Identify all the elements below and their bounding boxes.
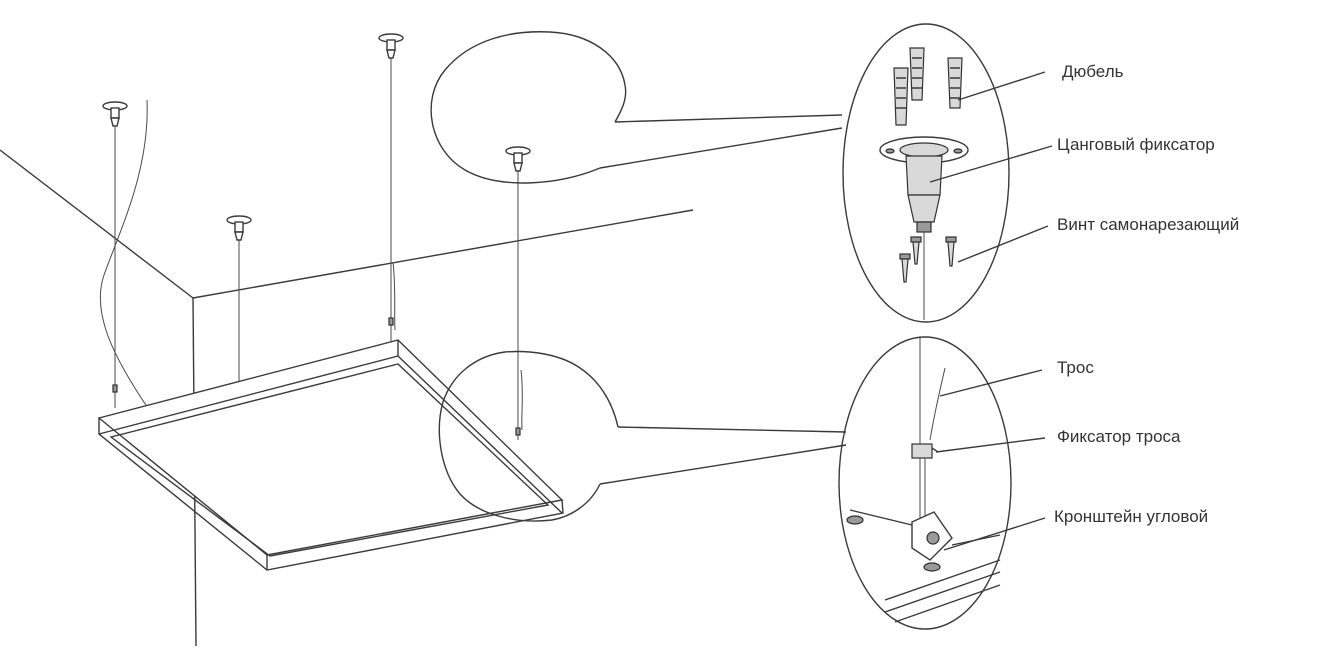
corner-bracket-icon	[846, 511, 953, 572]
label-cable-lock: Фиксатор троса	[1057, 427, 1181, 446]
zoom-cable-bracket	[838, 336, 1012, 630]
ceiling-mount-2	[226, 215, 252, 382]
ceiling-mount-4	[505, 146, 531, 440]
led-panel	[97, 339, 564, 571]
leader-lines	[929, 71, 1053, 551]
dowel-icon	[893, 47, 963, 126]
cable-lock-icon	[911, 443, 939, 459]
ceiling-mount-3	[378, 33, 404, 342]
label-self-tapping-screw: Винт самонарезающий	[1057, 215, 1239, 234]
label-corner-bracket: Кронштейн угловой	[1054, 507, 1208, 526]
collet-lock-icon	[879, 136, 969, 233]
ceiling-mount-1	[102, 101, 128, 408]
label-dowel: Дюбель	[1062, 62, 1124, 81]
detail-circle-ceiling	[430, 31, 843, 184]
power-cable	[99, 99, 151, 411]
detail-circle-panel	[438, 350, 847, 522]
label-collet-lock: Цанговый фиксатор	[1057, 135, 1215, 154]
zoom-ceiling-mount	[842, 23, 1010, 323]
self-tapping-screw-icon	[899, 236, 957, 283]
label-cable: Трос	[1057, 358, 1094, 377]
